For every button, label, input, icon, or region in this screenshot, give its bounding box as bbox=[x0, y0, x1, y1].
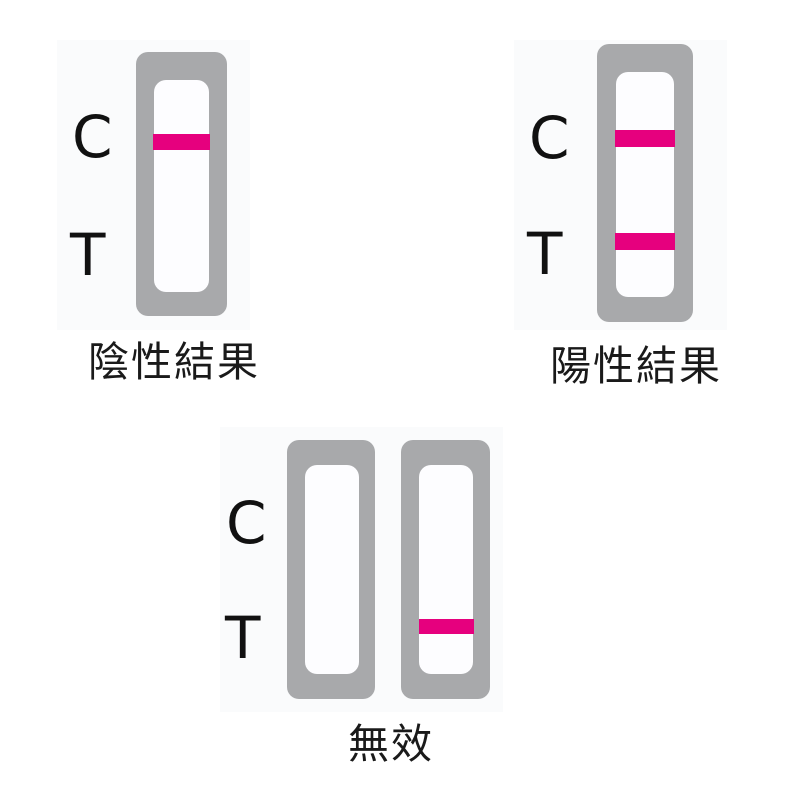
test-strip bbox=[597, 44, 693, 322]
control-zone-label: C bbox=[529, 104, 570, 172]
test-line bbox=[615, 233, 675, 250]
result-window bbox=[419, 465, 473, 674]
result-window bbox=[616, 72, 674, 297]
result-window bbox=[154, 80, 209, 292]
negative-result-caption: 陰性結果 bbox=[88, 338, 260, 386]
test-strip bbox=[287, 440, 375, 699]
control-line bbox=[615, 130, 675, 147]
test-strip bbox=[401, 440, 490, 699]
control-zone-label: C bbox=[72, 103, 113, 171]
result-window bbox=[305, 465, 359, 674]
test-zone-label: T bbox=[70, 221, 106, 289]
test-line bbox=[419, 619, 474, 634]
test-zone-label: T bbox=[527, 220, 563, 288]
positive-result-caption: 陽性結果 bbox=[550, 342, 722, 390]
control-zone-label: C bbox=[226, 489, 267, 557]
control-line bbox=[153, 134, 210, 150]
test-zone-label: T bbox=[225, 604, 261, 672]
invalid-result-caption: 無效 bbox=[348, 720, 434, 768]
test-strip bbox=[136, 52, 227, 316]
